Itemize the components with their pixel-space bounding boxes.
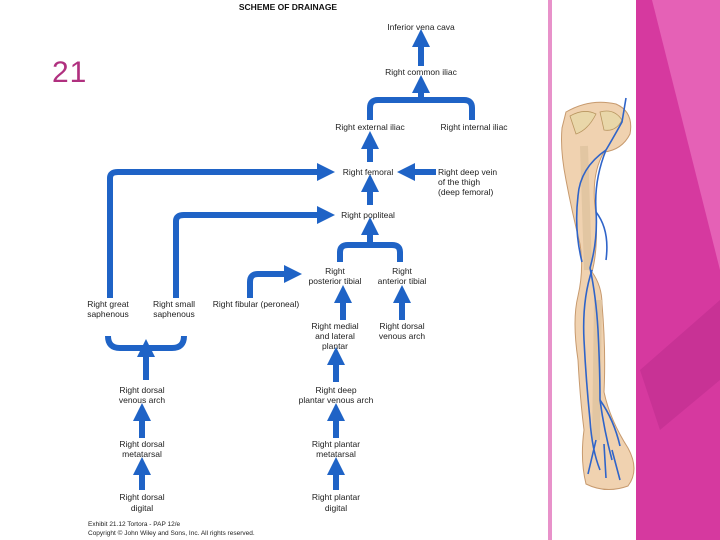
arrow-iliac-junction — [367, 84, 475, 120]
label-internal-iliac: Right internal iliac — [440, 122, 508, 132]
label-deep-vein-3: (deep femoral) — [438, 187, 493, 197]
credit-line-2: Copyright © John Wiley and Sons, Inc. Al… — [88, 529, 255, 537]
arrow-great-saphenous-to-femoral — [107, 163, 335, 298]
arrow-fibular-to-posterior-tibial — [247, 265, 302, 298]
arrow-small-saphenous-to-popliteal — [173, 206, 335, 298]
label-external-iliac: Right external iliac — [335, 122, 405, 132]
label-small-saphenous-2: saphenous — [153, 309, 195, 319]
label-fibular: Right fibular (peroneal) — [213, 299, 300, 309]
label-dorsal-venous-arch-left-1: Right dorsal — [119, 385, 164, 395]
label-popliteal: Right popliteal — [341, 210, 395, 220]
label-deep-plantar-arch-2: plantar venous arch — [299, 395, 374, 405]
label-anterior-tibial-1: Right — [392, 266, 412, 276]
label-deep-vein-1: Right deep vein — [438, 167, 497, 177]
label-dorsal-digital-1: Right dorsal — [119, 492, 164, 502]
label-small-saphenous-1: Right small — [153, 299, 195, 309]
label-medial-lateral-plantar-3: plantar — [322, 341, 348, 351]
label-plantar-digital-2: digital — [325, 503, 347, 513]
accent-panel-left-strip — [548, 0, 552, 540]
label-plantar-digital-1: Right plantar — [312, 492, 360, 502]
label-common-iliac: Right common iliac — [385, 67, 458, 77]
accent-panel-light — [652, 0, 720, 270]
label-dorsal-venous-arch-left-2: venous arch — [119, 395, 166, 405]
slide-number: 21 — [52, 56, 88, 89]
arrow-tibial-junction — [337, 226, 403, 262]
label-great-saphenous-1: Right great — [87, 299, 129, 309]
label-ivc: Inferior vena cava — [387, 22, 455, 32]
label-medial-lateral-plantar-2: and lateral — [315, 331, 355, 341]
label-deep-plantar-arch-1: Right deep — [315, 385, 356, 395]
label-medial-lateral-plantar-1: Right medial — [311, 321, 358, 331]
label-dorsal-digital-2: digital — [131, 503, 153, 513]
leg-illustration — [561, 97, 635, 490]
label-anterior-tibial-2: anterior tibial — [378, 276, 427, 286]
label-deep-vein-2: of the thigh — [438, 177, 480, 187]
label-posterior-tibial-1: Right — [325, 266, 345, 276]
label-femoral: Right femoral — [343, 167, 394, 177]
label-dorsal-metatarsal-2: metatarsal — [122, 449, 162, 459]
label-plantar-metatarsal-1: Right plantar — [312, 439, 360, 449]
label-great-saphenous-2: saphenous — [87, 309, 129, 319]
label-dorsal-metatarsal-1: Right dorsal — [119, 439, 164, 449]
label-plantar-metatarsal-2: metatarsal — [316, 449, 356, 459]
credit-line-1: Exhibit 21.12 Tortora - PAP 12/e — [88, 521, 181, 528]
label-dorsal-venous-arch-right-1: Right dorsal — [379, 321, 424, 331]
label-posterior-tibial-2: posterior tibial — [309, 276, 362, 286]
label-dorsal-venous-arch-right-2: venous arch — [379, 331, 426, 341]
diagram-title: SCHEME OF DRAINAGE — [239, 2, 338, 12]
accent-panel-stripe — [640, 300, 720, 430]
arrow-dorsal-arch-to-saphenous — [105, 336, 187, 380]
